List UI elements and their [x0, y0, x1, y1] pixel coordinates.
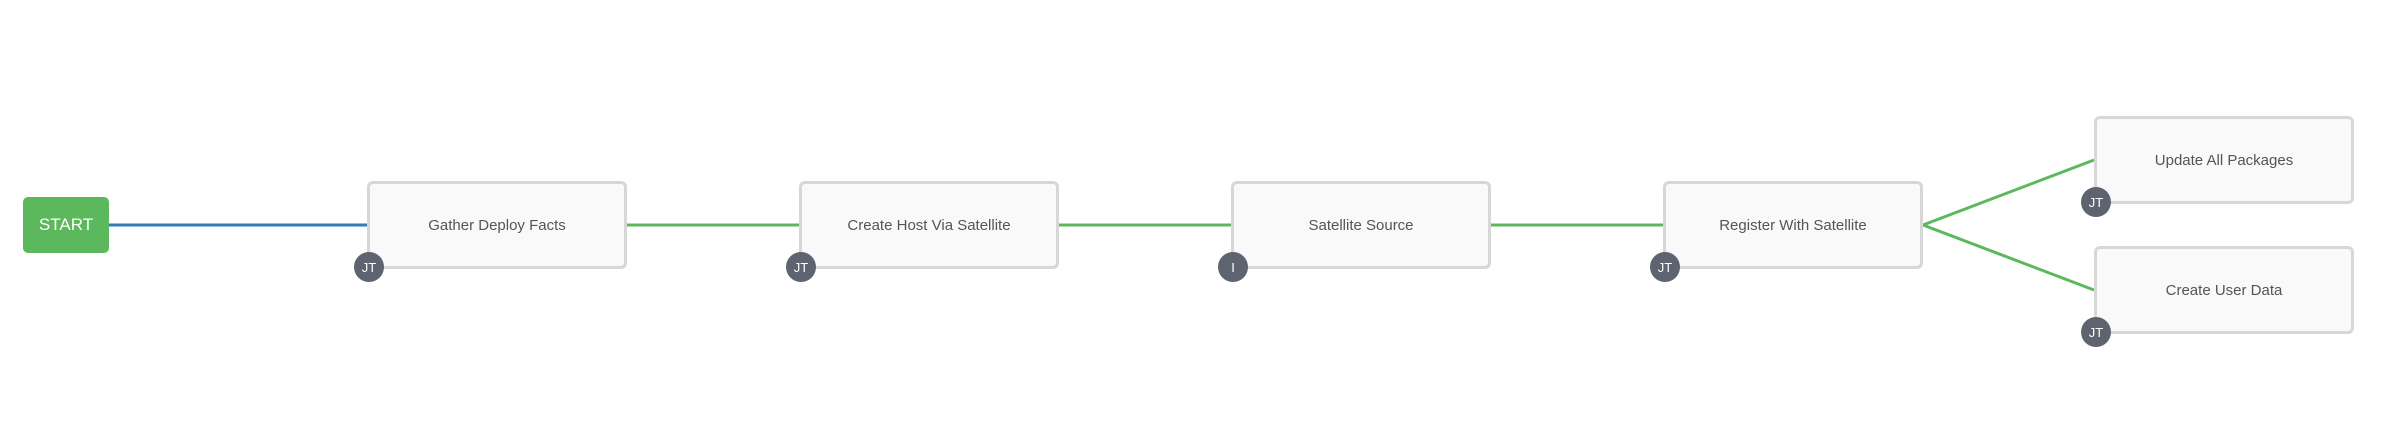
start-node-label: START	[38, 215, 94, 234]
node-type-badge: JT	[786, 252, 816, 282]
node-label: Create Host Via Satellite	[847, 216, 1011, 234]
workflow-node-create-user-data[interactable]: Create User Data JT	[2081, 246, 2354, 347]
workflow-node-gather-deploy-facts[interactable]: Gather Deploy Facts JT	[354, 181, 627, 282]
node-type-badge: JT	[2081, 187, 2111, 217]
node-label: Satellite Source	[1308, 216, 1414, 234]
link-register-to-create-user-data[interactable]	[1922, 223, 2095, 292]
node-label: Create User Data	[2165, 281, 2283, 299]
link-register-to-update-packages[interactable]	[1922, 158, 2095, 227]
workflow-node-create-host-via-satellite[interactable]: Create Host Via Satellite JT	[786, 181, 1059, 282]
node-type-badge: I	[1218, 252, 1248, 282]
node-type-badge: JT	[1650, 252, 1680, 282]
workflow-node-satellite-source[interactable]: Satellite Source I	[1218, 181, 1491, 282]
workflow-node-register-with-satellite[interactable]: Register With Satellite JT	[1650, 181, 1923, 282]
node-type-badge: JT	[2081, 317, 2111, 347]
node-type-badge: JT	[354, 252, 384, 282]
node-label: Update All Packages	[2154, 151, 2294, 169]
start-node[interactable]: START	[23, 197, 109, 253]
workflow-node-update-all-packages[interactable]: Update All Packages JT	[2081, 116, 2354, 217]
node-label: Gather Deploy Facts	[428, 216, 566, 234]
node-label: Register With Satellite	[1719, 216, 1867, 234]
